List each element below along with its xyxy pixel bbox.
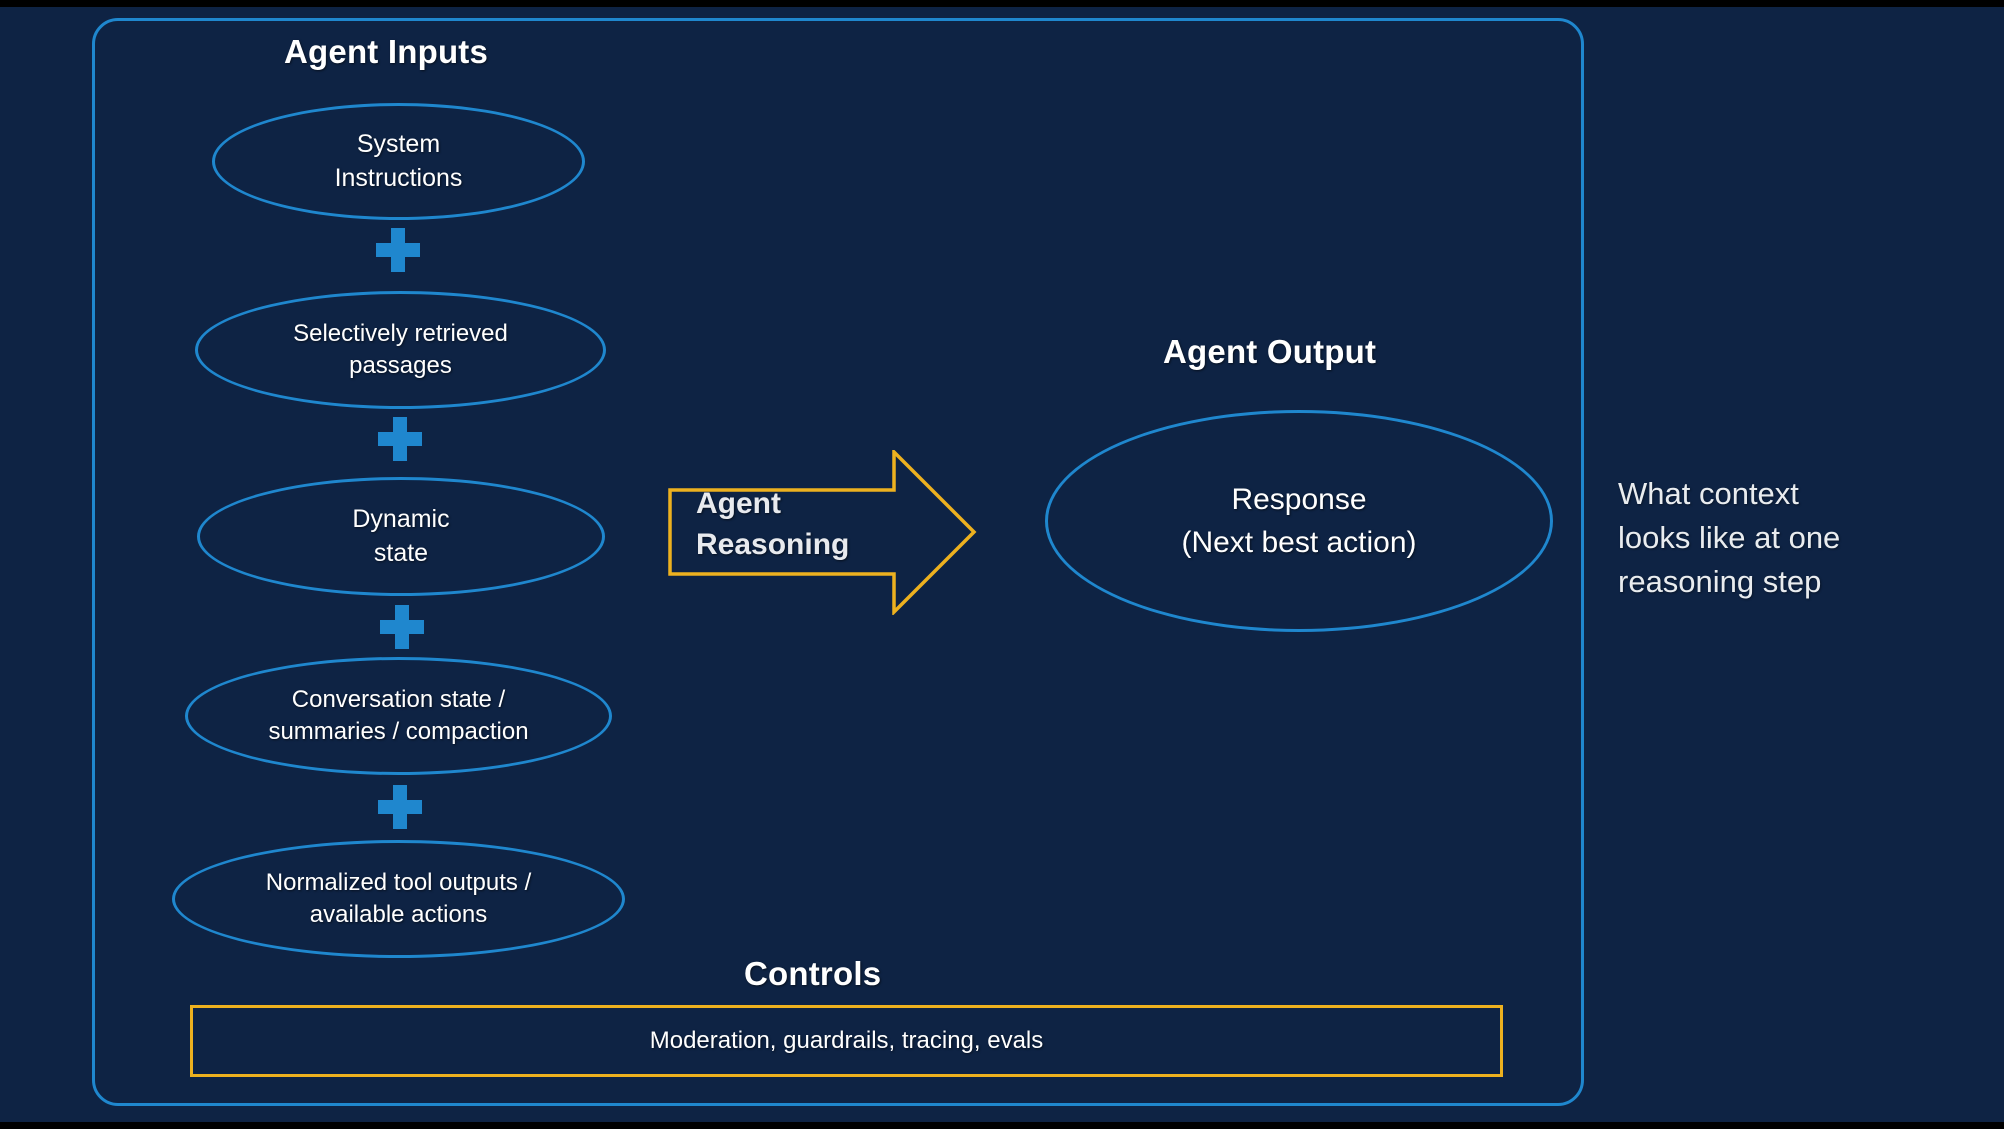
input-node-line1: System (356, 130, 441, 159)
side-caption-line2: looks like at one (1618, 520, 1841, 556)
agent-inputs-heading: Agent Inputs (284, 33, 489, 70)
input-node-line1: Conversation state / (291, 686, 506, 714)
input-node-line1: Normalized tool outputs / (265, 869, 532, 897)
input-node-dynamic-state[interactable]: Dynamic state (197, 477, 605, 596)
input-node-line2: available actions (309, 901, 488, 928)
input-node-line1: Dynamic (352, 505, 450, 534)
agent-reasoning-label: Agent Reasoning (696, 484, 886, 566)
input-node-label: Dynamic state (346, 503, 455, 570)
output-node-line2: (Next best action) (1181, 526, 1417, 559)
controls-box[interactable]: Moderation, guardrails, tracing, evals (190, 1005, 1503, 1077)
agent-reasoning-arrow[interactable]: Agent Reasoning (668, 450, 988, 615)
diagram-outer-frame (92, 18, 1584, 1106)
input-node-conversation-state[interactable]: Conversation state / summaries / compact… (185, 657, 612, 775)
output-node-label: Response (Next best action) (1175, 478, 1422, 565)
output-node-line1: Response (1231, 482, 1367, 516)
plus-icon (380, 605, 424, 649)
side-caption-line3: reasoning step (1618, 564, 1822, 600)
input-node-line2: Instructions (334, 163, 463, 192)
plus-icon (378, 417, 422, 461)
input-node-line2: summaries / compaction (268, 718, 529, 745)
input-node-label: Conversation state / summaries / compact… (262, 684, 534, 748)
input-node-normalized-tool-outputs[interactable]: Normalized tool outputs / available acti… (172, 840, 625, 958)
input-node-label: Normalized tool outputs / available acti… (260, 867, 537, 931)
letterbox-band-bottom (0, 1122, 2004, 1129)
input-node-line2: state (373, 538, 429, 567)
side-caption-line1: What context (1618, 476, 1799, 511)
letterbox-band-top (0, 0, 2004, 7)
input-node-line2: passages (349, 352, 452, 379)
output-node-response[interactable]: Response (Next best action) (1045, 410, 1553, 632)
plus-icon (378, 785, 422, 829)
input-node-system-instructions[interactable]: System Instructions (212, 103, 585, 220)
input-node-selectively-retrieved-passages[interactable]: Selectively retrieved passages (195, 291, 606, 409)
agent-reasoning-line2: Reasoning (696, 527, 850, 561)
controls-heading: Controls (744, 955, 882, 992)
input-node-label: System Instructions (329, 128, 469, 195)
agent-output-heading: Agent Output (1163, 333, 1377, 370)
agent-reasoning-line1: Agent (696, 487, 781, 520)
right-arrow-icon (668, 450, 977, 615)
controls-items-text: Moderation, guardrails, tracing, evals (649, 1027, 1044, 1054)
input-node-label: Selectively retrieved passages (287, 318, 514, 382)
input-node-line1: Selectively retrieved (293, 320, 508, 348)
plus-icon (376, 228, 420, 272)
side-caption: What context looks like at one reasoning… (1618, 472, 1948, 604)
